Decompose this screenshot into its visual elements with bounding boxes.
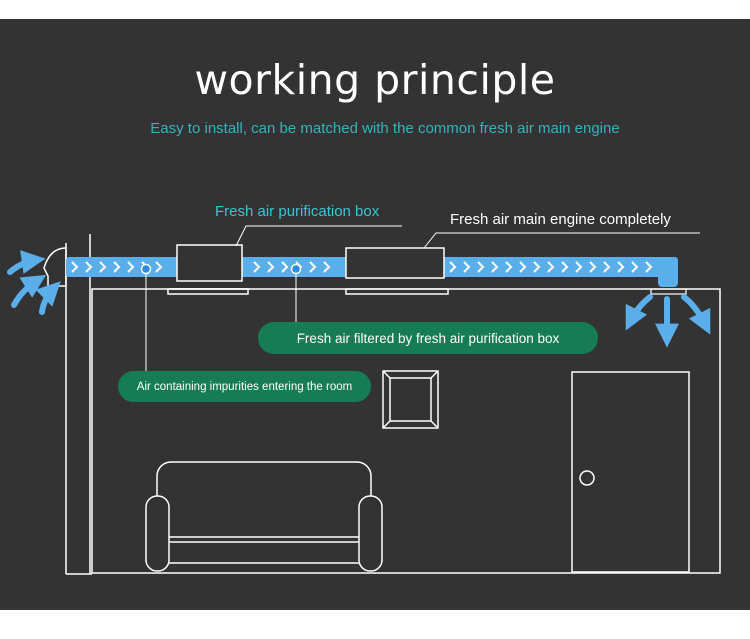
airflow-chevron	[631, 261, 639, 273]
airflow-chevron	[603, 261, 611, 273]
airflow-chevron	[491, 261, 499, 273]
door-knob	[579, 470, 595, 486]
airflow-chevron	[575, 261, 583, 273]
airflow-chevron	[589, 261, 597, 273]
picture-frame	[382, 370, 439, 429]
airflow-chevron	[253, 261, 261, 273]
airflow-chevron	[645, 261, 653, 273]
airflow-chevron	[155, 261, 163, 273]
airflow-chevron	[547, 261, 555, 273]
filtered-air-pill: Fresh air filtered by fresh air purifica…	[258, 322, 598, 354]
airflow-chevron	[477, 261, 485, 273]
airflow-chevron	[99, 261, 107, 273]
sensor-dots	[140, 263, 302, 275]
airflow-chevron	[505, 261, 513, 273]
sofa	[145, 461, 383, 572]
impure-air-text: Air containing impurities entering the r…	[136, 380, 353, 393]
airflow-chevron	[267, 261, 275, 273]
airflow-chevron	[71, 261, 79, 273]
airflow-chevron	[519, 261, 527, 273]
door	[571, 371, 690, 573]
impure-air-pill: Air containing impurities entering the r…	[118, 371, 371, 402]
airflow-chevron	[113, 261, 121, 273]
purification-box	[167, 244, 250, 295]
outer-wall	[65, 234, 92, 575]
intake-hood	[43, 247, 67, 287]
page-subtitle: Easy to install, can be matched with the…	[150, 120, 620, 137]
airflow-chevron	[463, 261, 471, 273]
airflow-chevron	[561, 261, 569, 273]
airflow-chevron	[617, 261, 625, 273]
airflow-chevron	[85, 261, 93, 273]
outlet-vent	[650, 288, 687, 295]
page-title: working principle	[194, 56, 556, 104]
outlet-arrows	[625, 294, 711, 348]
filtered-air-text: Fresh air filtered by fresh air purifica…	[296, 330, 560, 346]
purification-box-label: Fresh air purification box	[215, 203, 380, 220]
leader-lines	[145, 225, 700, 373]
main-engine	[345, 247, 449, 295]
airflow-chevron	[281, 261, 289, 273]
airflow-chevron	[323, 261, 331, 273]
main-engine-label: Fresh air main engine completely	[450, 211, 671, 228]
airflow-chevron	[127, 261, 135, 273]
airflow-chevron	[449, 261, 457, 273]
airflow-chevron	[309, 261, 317, 273]
duct-elbow	[658, 257, 678, 287]
intake-arrows	[7, 250, 61, 315]
airflow-chevron	[533, 261, 541, 273]
